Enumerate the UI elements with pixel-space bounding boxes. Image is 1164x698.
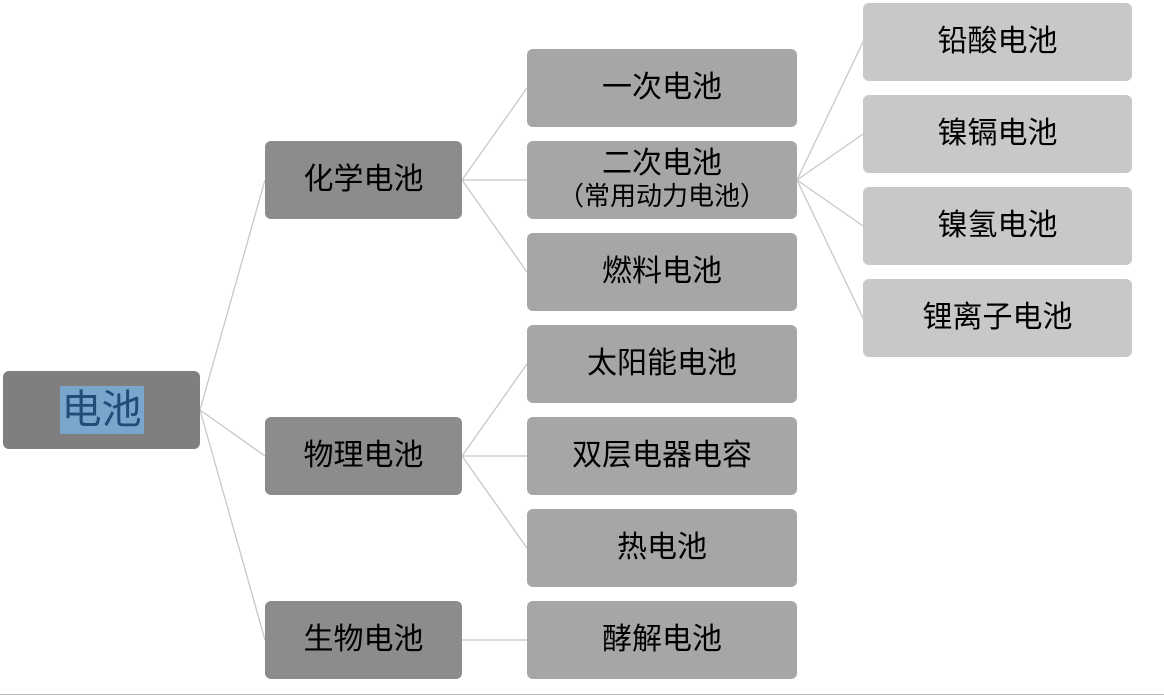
node-double-layer-capacitor: 双层电器电容	[527, 417, 797, 495]
connector-secondary-li-ion	[796, 179, 864, 319]
node-secondary-battery-label: 二次电池	[602, 146, 722, 182]
connector-root-chemical	[199, 179, 266, 411]
connector-secondary-nicd	[796, 133, 864, 181]
connector-secondary-nimh	[796, 179, 864, 227]
node-secondary-battery: 二次电池 （常用动力电池）	[527, 141, 797, 219]
connector-root-biological	[199, 409, 266, 641]
node-li-ion-battery: 锂离子电池	[863, 279, 1132, 357]
node-lead-acid-battery: 铅酸电池	[863, 3, 1132, 81]
node-solar-cell-label: 太阳能电池	[587, 346, 737, 381]
node-fuel-cell-label: 燃料电池	[602, 254, 722, 289]
node-nicd-battery: 镍镉电池	[863, 95, 1132, 173]
connector-secondary-lead-acid	[796, 41, 864, 181]
node-solar-cell: 太阳能电池	[527, 325, 797, 403]
connector-physical-solar	[461, 363, 528, 457]
node-primary-battery: 一次电池	[527, 49, 797, 127]
node-enzyme-battery-label: 酵解电池	[602, 622, 722, 657]
node-li-ion-battery-label: 锂离子电池	[922, 300, 1073, 335]
node-nicd-battery-label: 镍镉电池	[937, 116, 1058, 151]
node-double-layer-capacitor-label: 双层电器电容	[572, 438, 752, 473]
connector-physical-thermal	[461, 455, 528, 549]
node-physical-battery-label: 物理电池	[303, 438, 424, 473]
node-thermal-battery: 热电池	[527, 509, 797, 587]
node-battery-root: 电池	[3, 371, 200, 449]
node-chemical-battery: 化学电池	[265, 141, 462, 219]
node-nimh-battery-label: 镍氢电池	[937, 208, 1058, 243]
node-fuel-cell: 燃料电池	[527, 233, 797, 311]
node-lead-acid-battery-label: 铅酸电池	[937, 24, 1058, 59]
node-biological-battery: 生物电池	[265, 601, 462, 679]
connector-root-physical	[199, 409, 266, 457]
node-battery-root-label: 电池	[59, 386, 144, 434]
connector-chemical-primary	[461, 87, 528, 181]
connector-chemical-fuel	[461, 179, 528, 273]
node-primary-battery-label: 一次电池	[602, 70, 722, 105]
node-biological-battery-label: 生物电池	[303, 622, 424, 657]
node-nimh-battery: 镍氢电池	[863, 187, 1132, 265]
node-thermal-battery-label: 热电池	[617, 530, 707, 565]
node-chemical-battery-label: 化学电池	[303, 162, 424, 197]
bottom-border-line	[0, 694, 1164, 695]
node-physical-battery: 物理电池	[265, 417, 462, 495]
node-enzyme-battery: 酵解电池	[527, 601, 797, 679]
node-secondary-battery-sublabel: （常用动力电池）	[557, 182, 766, 213]
